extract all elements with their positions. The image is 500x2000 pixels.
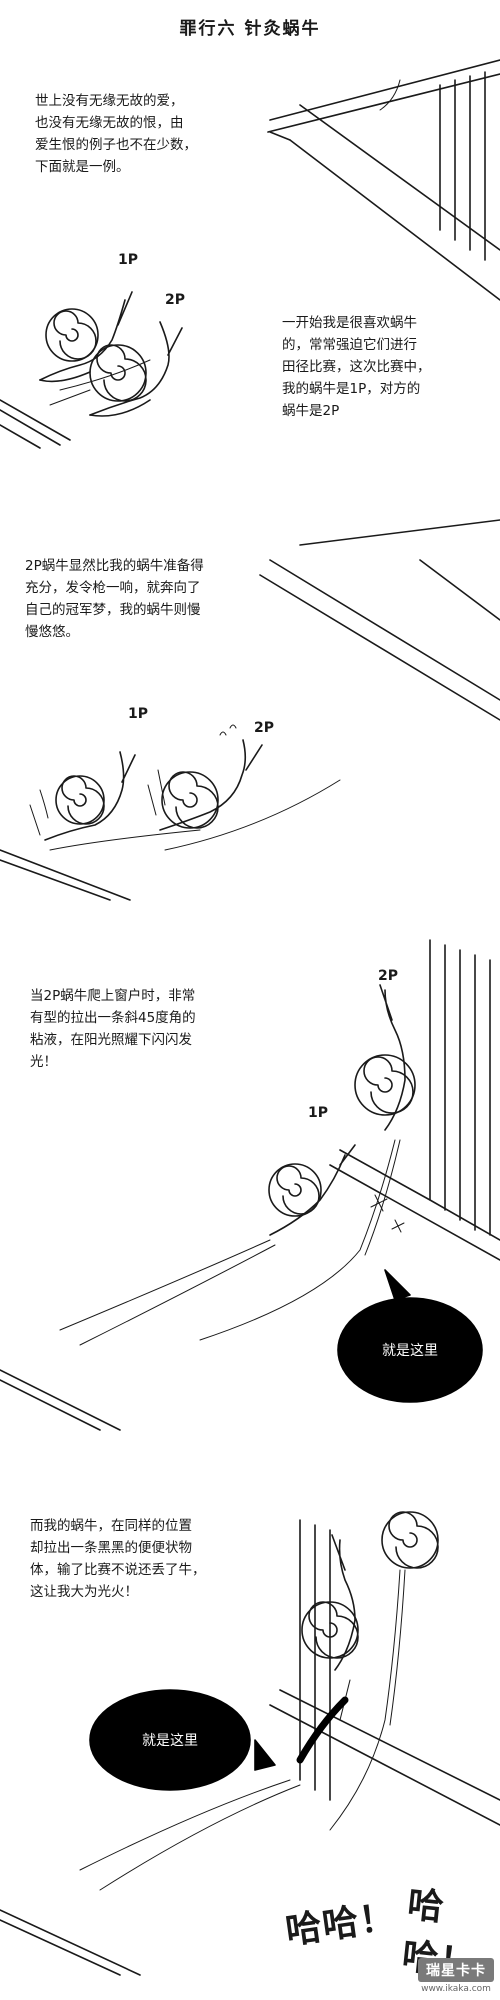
snail-2p-panel1: [89, 321, 183, 417]
panel-3-label-2p: 2P: [254, 720, 275, 736]
window-frame-4: [0, 939, 500, 1431]
panel-1-label-2p: 2P: [165, 292, 186, 308]
speech-bubble-4-text: 就是这里: [382, 1343, 438, 1359]
speech-bubble-4: [337, 1269, 483, 1403]
panel-4-label-1p: 1P: [308, 1105, 329, 1121]
watermark-logo: 瑞星卡卡: [418, 1958, 494, 1982]
ledge-1: [0, 359, 151, 449]
window-frame-3: [0, 519, 500, 901]
panel-1-label-1p: 1P: [118, 252, 139, 268]
speech-bubble-5-text: 就是这里: [142, 1733, 198, 1749]
snail-1p-panel4: [59, 1144, 405, 1346]
snail-1p-panel3: [29, 751, 201, 851]
window-frame-5: [0, 1519, 500, 1976]
watermark-url: www.ikaka.com: [421, 1984, 491, 1994]
snail-2p-panel4: [199, 984, 416, 1341]
snail-1p-panel1: [39, 291, 133, 383]
panel-5-caption: 而我的蜗牛，在同样的位置 却拉出一条黑黑的便便状物 体，输了比赛不说还丢了牛， …: [30, 1518, 206, 1600]
panel-4-label-2p: 2P: [378, 968, 399, 984]
snail-2p-panel3: [147, 724, 341, 851]
panel-4-caption: 当2P蜗牛爬上窗户时，非常 有型的拉出一条斜45度角的 粘液，在阳光照耀下闪闪发…: [30, 988, 196, 1070]
snail-2p-panel5: [329, 1511, 439, 1831]
comic-title: 罪行六 针灸蜗牛: [179, 19, 321, 39]
poop-streak: [296, 1696, 349, 1764]
panel-2-caption: 一开始我是很喜欢蜗牛 的，常常强迫它们进行 田径比赛，这次比赛中， 我的蜗牛是1…: [282, 315, 431, 419]
panel-3-caption: 2P蜗牛显然比我的蜗牛准备得 充分，发令枪一响，就奔向了 自己的冠军梦，我的蜗牛…: [25, 558, 204, 640]
speech-bubble-5: [89, 1689, 276, 1791]
panel-1-caption: 世上没有无缘无故的爱， 也没有无缘无故的恨，由 爱生恨的例子也不在少数， 下面就…: [35, 93, 197, 175]
window-frame-1: [267, 59, 500, 301]
panel-3-label-1p: 1P: [128, 706, 149, 722]
watermark: 瑞星卡卡 www.ikaka.com: [418, 1958, 494, 1994]
snail-1p-panel5: [301, 1534, 359, 1721]
